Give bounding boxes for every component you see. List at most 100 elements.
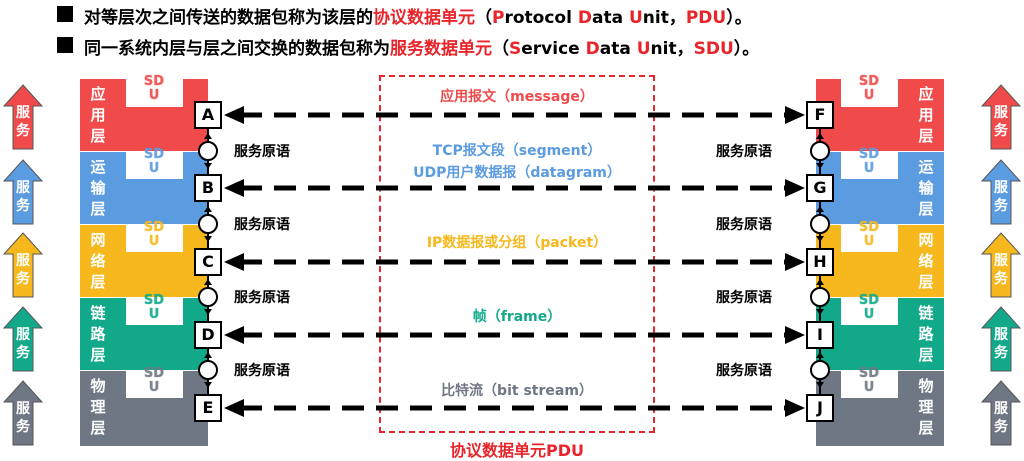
service-arrow-left-3: 服务 — [2, 232, 44, 298]
service-label: 服务 — [14, 179, 32, 215]
point-box-left: B — [194, 174, 222, 202]
layer-name-char: 应 — [90, 85, 106, 103]
pdu-label-1: 应用报文（message） — [440, 89, 594, 105]
layer-name: 网络层 — [88, 230, 108, 293]
service-arrow-left-5: 服务 — [2, 380, 44, 446]
layer-name-char: 层 — [918, 273, 934, 291]
service-char: 务 — [994, 419, 1008, 435]
pdu-arrow-5 — [224, 399, 805, 417]
primitive-circle-left-1 — [198, 141, 218, 161]
arrowhead-right — [785, 253, 805, 271]
up-arrow-icon — [980, 380, 1022, 446]
abbr: SDU — [693, 39, 734, 59]
point-box-right: G — [806, 174, 834, 202]
layer-name-char: 运 — [90, 158, 106, 176]
up-arrow-icon — [2, 84, 44, 150]
header-line-1: 对等层次之间传送的数据包称为该层的协议数据单元（Protocol Data Un… — [84, 3, 752, 28]
layer-name-char: 用 — [918, 106, 934, 124]
text: ata — [591, 8, 629, 28]
service-char: 务 — [16, 345, 30, 361]
layer-name-char: 层 — [918, 127, 934, 145]
layer-name-char: 层 — [918, 419, 934, 437]
text: 同一系统内层与层之间交换的数据包称为 — [84, 39, 390, 59]
sdu-line-1: SD — [858, 147, 880, 162]
pdu-arrow-2 — [224, 179, 805, 197]
layer-name-char: 络 — [918, 252, 934, 270]
service-label: 服务 — [14, 104, 32, 140]
layer-name-char: 物 — [90, 377, 106, 395]
primitive-label-left: 服务原语 — [234, 290, 290, 306]
point-box-left: C — [194, 248, 222, 276]
up-arrow-icon — [2, 380, 44, 446]
layer-name: 运输层 — [916, 157, 936, 220]
layer-notch — [126, 298, 183, 325]
layer-name-char: 层 — [90, 273, 106, 291]
service-char: 服 — [16, 327, 30, 343]
down-arrowhead — [816, 163, 824, 169]
up-arrow-icon — [2, 159, 44, 225]
initial: P — [492, 8, 505, 28]
layer-name-char: 层 — [90, 200, 106, 218]
layer-name-char: 层 — [90, 346, 106, 364]
point-box-right: H — [806, 248, 834, 276]
up-arrowhead — [816, 206, 824, 212]
text: ）。 — [733, 39, 760, 59]
initial: D — [577, 8, 592, 28]
service-char: 务 — [994, 345, 1008, 361]
text: nit， — [650, 39, 694, 59]
sdu-line-1: SD — [858, 74, 880, 89]
layer-notch — [841, 298, 898, 325]
service-char: 务 — [16, 123, 30, 139]
up-arrow-icon — [980, 232, 1022, 298]
primitive-label-left: 服务原语 — [234, 217, 290, 233]
bullet-2 — [57, 37, 73, 53]
bullet-1 — [57, 6, 73, 22]
service-char: 务 — [994, 123, 1008, 139]
sdu-line-1: SD — [143, 366, 165, 381]
up-arrowhead — [816, 352, 824, 358]
layer-notch — [841, 371, 898, 398]
point-box-right: I — [806, 321, 834, 349]
sdu-line-2: U — [148, 161, 160, 176]
initial: S — [509, 39, 522, 59]
layer-name: 应用层 — [916, 84, 936, 147]
service-label: 服务 — [992, 326, 1010, 362]
layer-name-char: 网 — [90, 231, 106, 249]
layer-notch — [126, 152, 183, 179]
sdu-line-1: SD — [143, 220, 165, 235]
point-box-left: D — [194, 321, 222, 349]
layer-name-char: 层 — [90, 419, 106, 437]
primitive-label-right: 服务原语 — [716, 217, 772, 233]
pdu-arrow-1 — [224, 106, 805, 124]
sdu-line-1: SD — [858, 293, 880, 308]
up-arrow-icon — [980, 159, 1022, 225]
pdu-box-label: 协议数据单元PDU — [449, 441, 584, 460]
layer-name-char: 输 — [918, 179, 934, 197]
layer-name-char: 用 — [90, 106, 106, 124]
initial: U — [636, 39, 651, 59]
sdu-line-2: U — [148, 380, 160, 395]
layer-notch — [126, 225, 183, 252]
text: ）。 — [726, 8, 752, 28]
sdu-line-1: SD — [858, 366, 880, 381]
primitive-label-right: 服务原语 — [716, 363, 772, 379]
arrowhead-left — [224, 106, 244, 124]
service-arrow-right-2: 服务 — [980, 159, 1022, 225]
service-arrow-right-3: 服务 — [980, 232, 1022, 298]
text: （ — [492, 39, 509, 59]
sdu-line-2: U — [148, 88, 160, 103]
text: ervice — [521, 39, 586, 59]
service-arrow-left-1: 服务 — [2, 84, 44, 150]
text: 对等层次之间传送的数据包称为该层的 — [84, 8, 373, 28]
